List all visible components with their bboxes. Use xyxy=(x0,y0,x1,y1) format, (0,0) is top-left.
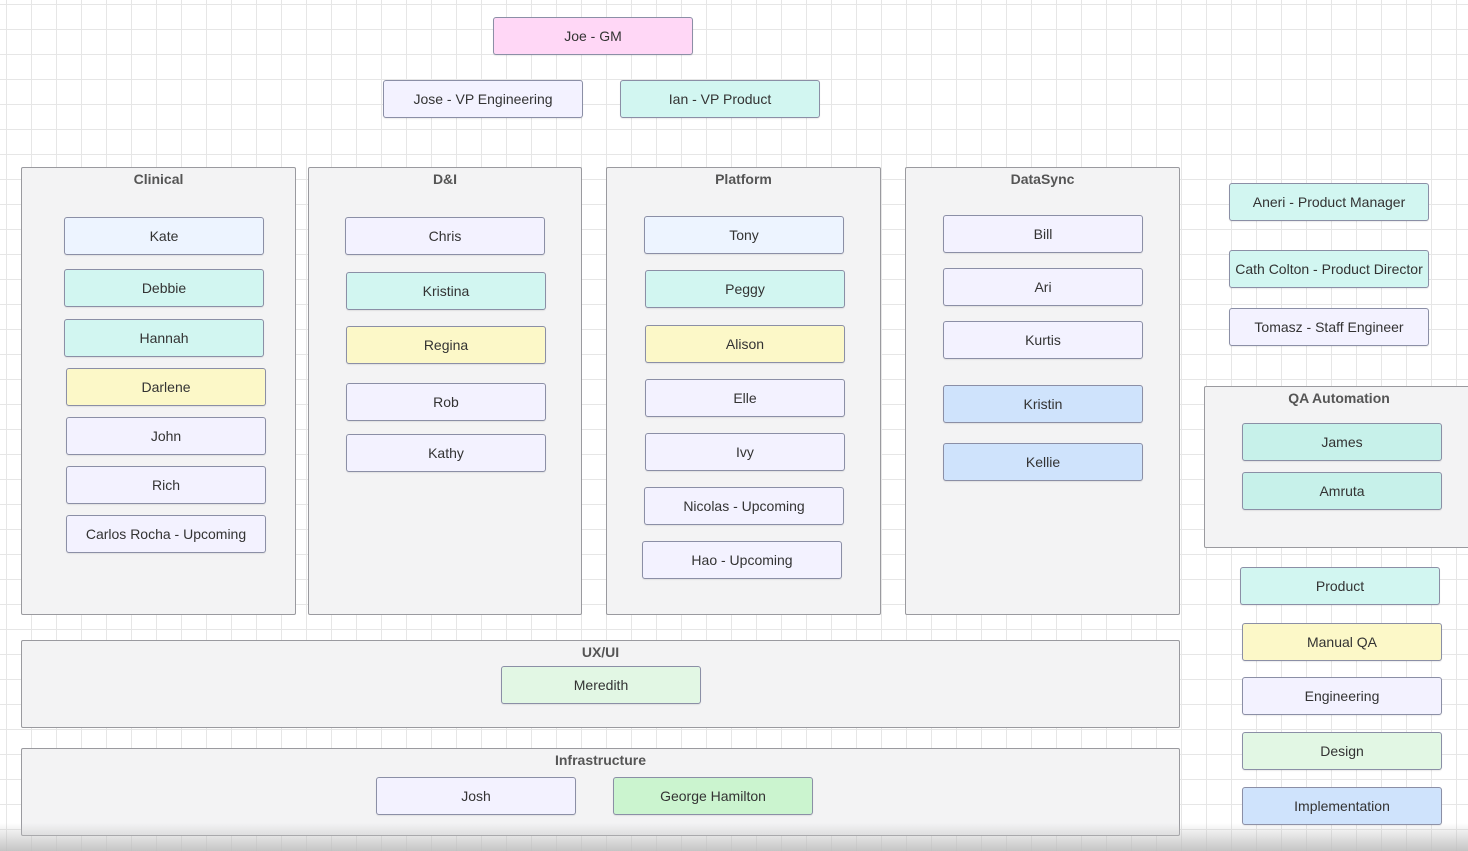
team-title: Infrastructure xyxy=(554,752,647,768)
member-card[interactable]: Kate xyxy=(64,217,264,255)
team-title: DataSync xyxy=(1010,171,1075,187)
canvas-bottom-shadow xyxy=(0,823,1468,851)
vp-engineering-card[interactable]: Jose - VP Engineering xyxy=(383,80,583,118)
team-title: UX/UI xyxy=(581,644,620,660)
member-card[interactable]: Tony xyxy=(644,216,844,254)
member-card[interactable]: Elle xyxy=(645,379,845,417)
gm-card[interactable]: Joe - GM xyxy=(493,17,693,55)
vp-product-card[interactable]: Ian - VP Product xyxy=(620,80,820,118)
member-card[interactable]: Carlos Rocha - Upcoming xyxy=(66,515,266,553)
member-card[interactable]: Meredith xyxy=(501,666,701,704)
member-card[interactable]: Kristina xyxy=(346,272,546,310)
member-card[interactable]: Bill xyxy=(943,215,1143,253)
team-container-infrastructure[interactable]: Infrastructure xyxy=(21,748,1180,836)
team-title: D&I xyxy=(432,171,458,187)
member-card[interactable]: Alison xyxy=(645,325,845,363)
member-card[interactable]: Rich xyxy=(66,466,266,504)
member-card[interactable]: Kathy xyxy=(346,434,546,472)
member-card[interactable]: Regina xyxy=(346,326,546,364)
member-card[interactable]: Debbie xyxy=(64,269,264,307)
member-card[interactable]: Kurtis xyxy=(943,321,1143,359)
member-card[interactable]: Nicolas - Upcoming xyxy=(644,487,844,525)
member-card[interactable]: Amruta xyxy=(1242,472,1442,510)
legend-item-product[interactable]: Product xyxy=(1240,567,1440,605)
legend-item-implementation[interactable]: Implementation xyxy=(1242,787,1442,825)
member-card[interactable]: James xyxy=(1242,423,1442,461)
member-card[interactable]: Peggy xyxy=(645,270,845,308)
team-title: Clinical xyxy=(133,171,184,187)
role-card-product-director[interactable]: Cath Colton - Product Director xyxy=(1229,250,1429,288)
legend-item-engineering[interactable]: Engineering xyxy=(1242,677,1442,715)
team-container-qa-automation[interactable]: QA Automation xyxy=(1204,386,1468,548)
role-card-product-manager[interactable]: Aneri - Product Manager xyxy=(1229,183,1429,221)
member-card[interactable]: Darlene xyxy=(66,368,266,406)
member-card[interactable]: Hao - Upcoming xyxy=(642,541,842,579)
member-card[interactable]: John xyxy=(66,417,266,455)
member-card[interactable]: Kellie xyxy=(943,443,1143,481)
member-card[interactable]: Kristin xyxy=(943,385,1143,423)
member-card[interactable]: Josh xyxy=(376,777,576,815)
member-card[interactable]: Ivy xyxy=(645,433,845,471)
member-card[interactable]: Ari xyxy=(943,268,1143,306)
member-card[interactable]: Rob xyxy=(346,383,546,421)
role-card-staff-engineer[interactable]: Tomasz - Staff Engineer xyxy=(1229,308,1429,346)
member-card[interactable]: George Hamilton xyxy=(613,777,813,815)
team-title: QA Automation xyxy=(1288,390,1390,406)
member-card[interactable]: Hannah xyxy=(64,319,264,357)
legend-item-manual-qa[interactable]: Manual QA xyxy=(1242,623,1442,661)
team-title: Platform xyxy=(715,171,772,187)
legend-item-design[interactable]: Design xyxy=(1242,732,1442,770)
member-card[interactable]: Chris xyxy=(345,217,545,255)
